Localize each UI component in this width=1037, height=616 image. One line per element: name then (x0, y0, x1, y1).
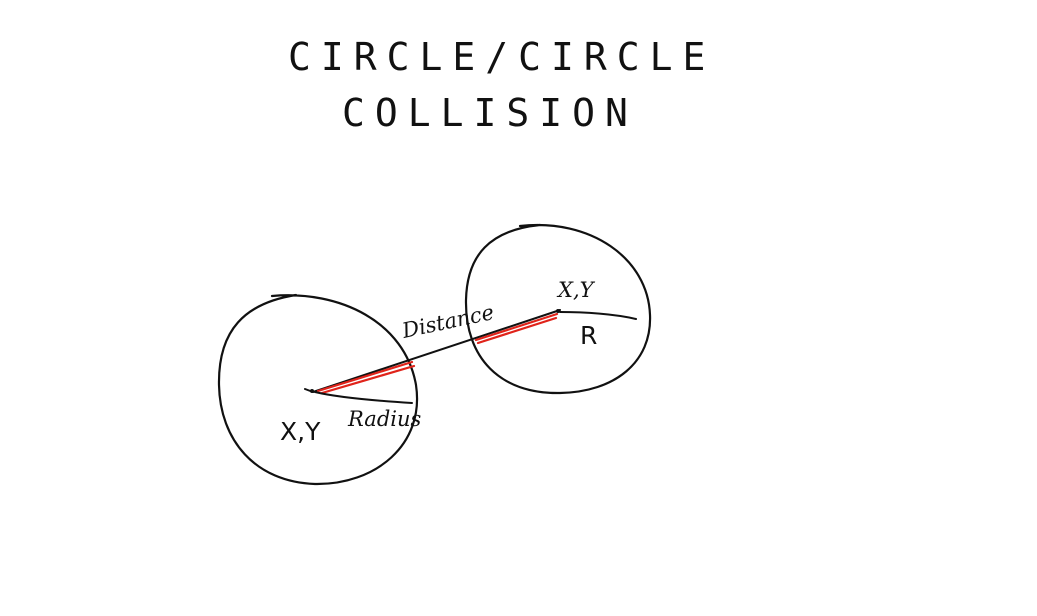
left-radius-highlight (316, 360, 416, 395)
right-center-point (556, 309, 560, 313)
right-radius-line (559, 311, 637, 320)
left-center-point (310, 389, 314, 393)
right-radius-label: R (580, 321, 597, 350)
right-center-label: X,Y (556, 278, 596, 302)
left-radius-label: Radius (347, 407, 421, 431)
right-circle (464, 223, 652, 395)
left-radius-line (314, 391, 413, 404)
title-line-1: CIRCLE/CIRCLE (288, 35, 715, 79)
right-radius-highlight (474, 312, 559, 345)
left-circle (217, 293, 419, 486)
title-line-2: COLLISION (342, 91, 638, 135)
left-center-label: X,Y (280, 417, 321, 446)
